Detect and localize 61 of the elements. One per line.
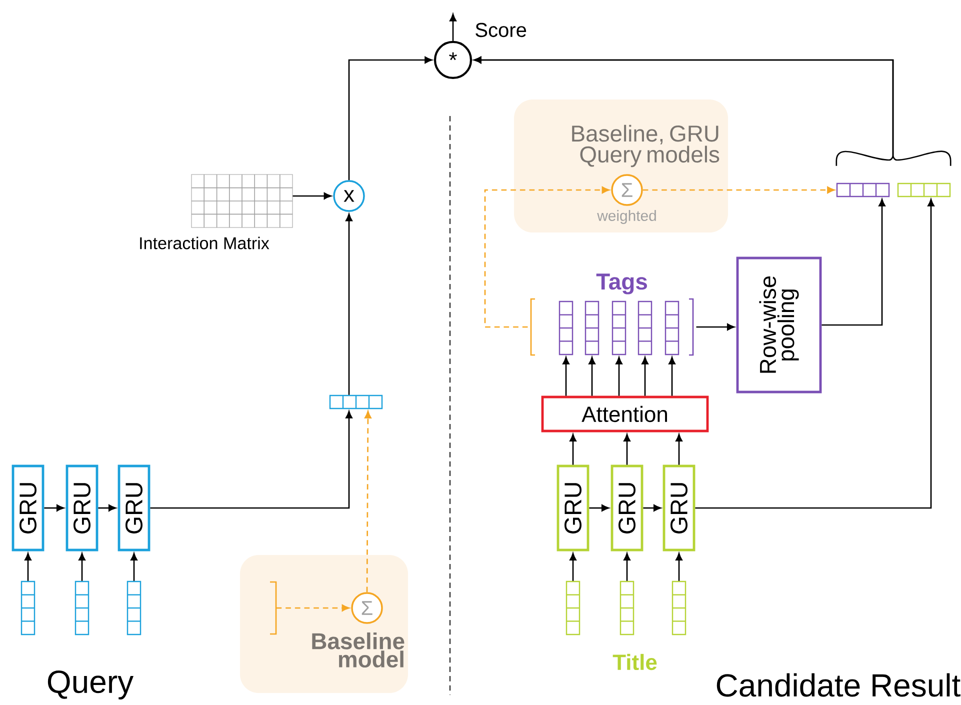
vector-drawing [584, 300, 600, 356]
arrow [484, 186, 610, 328]
section-title: Candidate Result [716, 673, 960, 697]
arrow [450, 14, 456, 41]
vector-drawing [126, 580, 142, 636]
arrow [588, 356, 596, 396]
arrow [696, 324, 735, 330]
gru-box: GRU [662, 464, 696, 552]
gru-box: GRU [118, 464, 150, 552]
section-title: Query [48, 670, 134, 700]
attention-box: Attention [541, 396, 709, 432]
vector-drawing [620, 580, 634, 636]
vector-drawing [329, 394, 383, 410]
vector-drawing [897, 182, 951, 198]
arrow [364, 410, 372, 592]
arrow [78, 552, 86, 581]
arrow [562, 356, 570, 396]
arrow [624, 434, 630, 465]
arrow [822, 198, 886, 326]
arrow [346, 214, 352, 395]
node-label: weighted [597, 210, 656, 224]
vector-drawing [664, 300, 680, 356]
arrow [676, 434, 682, 465]
score-label: Score [476, 22, 526, 38]
vector-drawing [558, 300, 574, 356]
vector-drawing [836, 182, 890, 198]
vector-drawing [20, 580, 36, 636]
arrow [676, 552, 682, 581]
arrow [642, 186, 835, 194]
arrow [616, 356, 622, 396]
arrow [695, 198, 934, 509]
arrow [98, 504, 116, 512]
vector-drawing [612, 300, 626, 356]
arrow [642, 356, 648, 396]
arrow [348, 56, 432, 180]
input-label: Title [612, 654, 657, 670]
bracket [270, 581, 277, 635]
arrow [624, 552, 630, 581]
arrow [130, 552, 138, 581]
vector-drawing [566, 580, 580, 636]
arrow [643, 504, 662, 512]
gru-box: GRU [610, 464, 644, 552]
arrow [24, 552, 32, 581]
tag-group-drawing: Tags [530, 274, 694, 356]
vector-drawing [638, 300, 652, 356]
arrow [276, 604, 350, 612]
gru-box: GRU [556, 464, 590, 552]
gru-box: GRU [66, 464, 98, 552]
vector-drawing [74, 580, 90, 636]
matrix-grid: Interaction Matrix [140, 174, 293, 250]
arrow [570, 552, 576, 581]
vector-drawing [672, 580, 686, 636]
arrow [668, 356, 676, 396]
arrow [150, 410, 352, 509]
node-label: Interaction Matrix [140, 236, 270, 250]
arrow [570, 434, 576, 465]
arrow [292, 192, 332, 200]
gru-box: GRU [12, 464, 44, 552]
arrow [44, 504, 64, 512]
pooling-box: Row-wise pooling [736, 256, 822, 394]
arrow [589, 504, 610, 512]
